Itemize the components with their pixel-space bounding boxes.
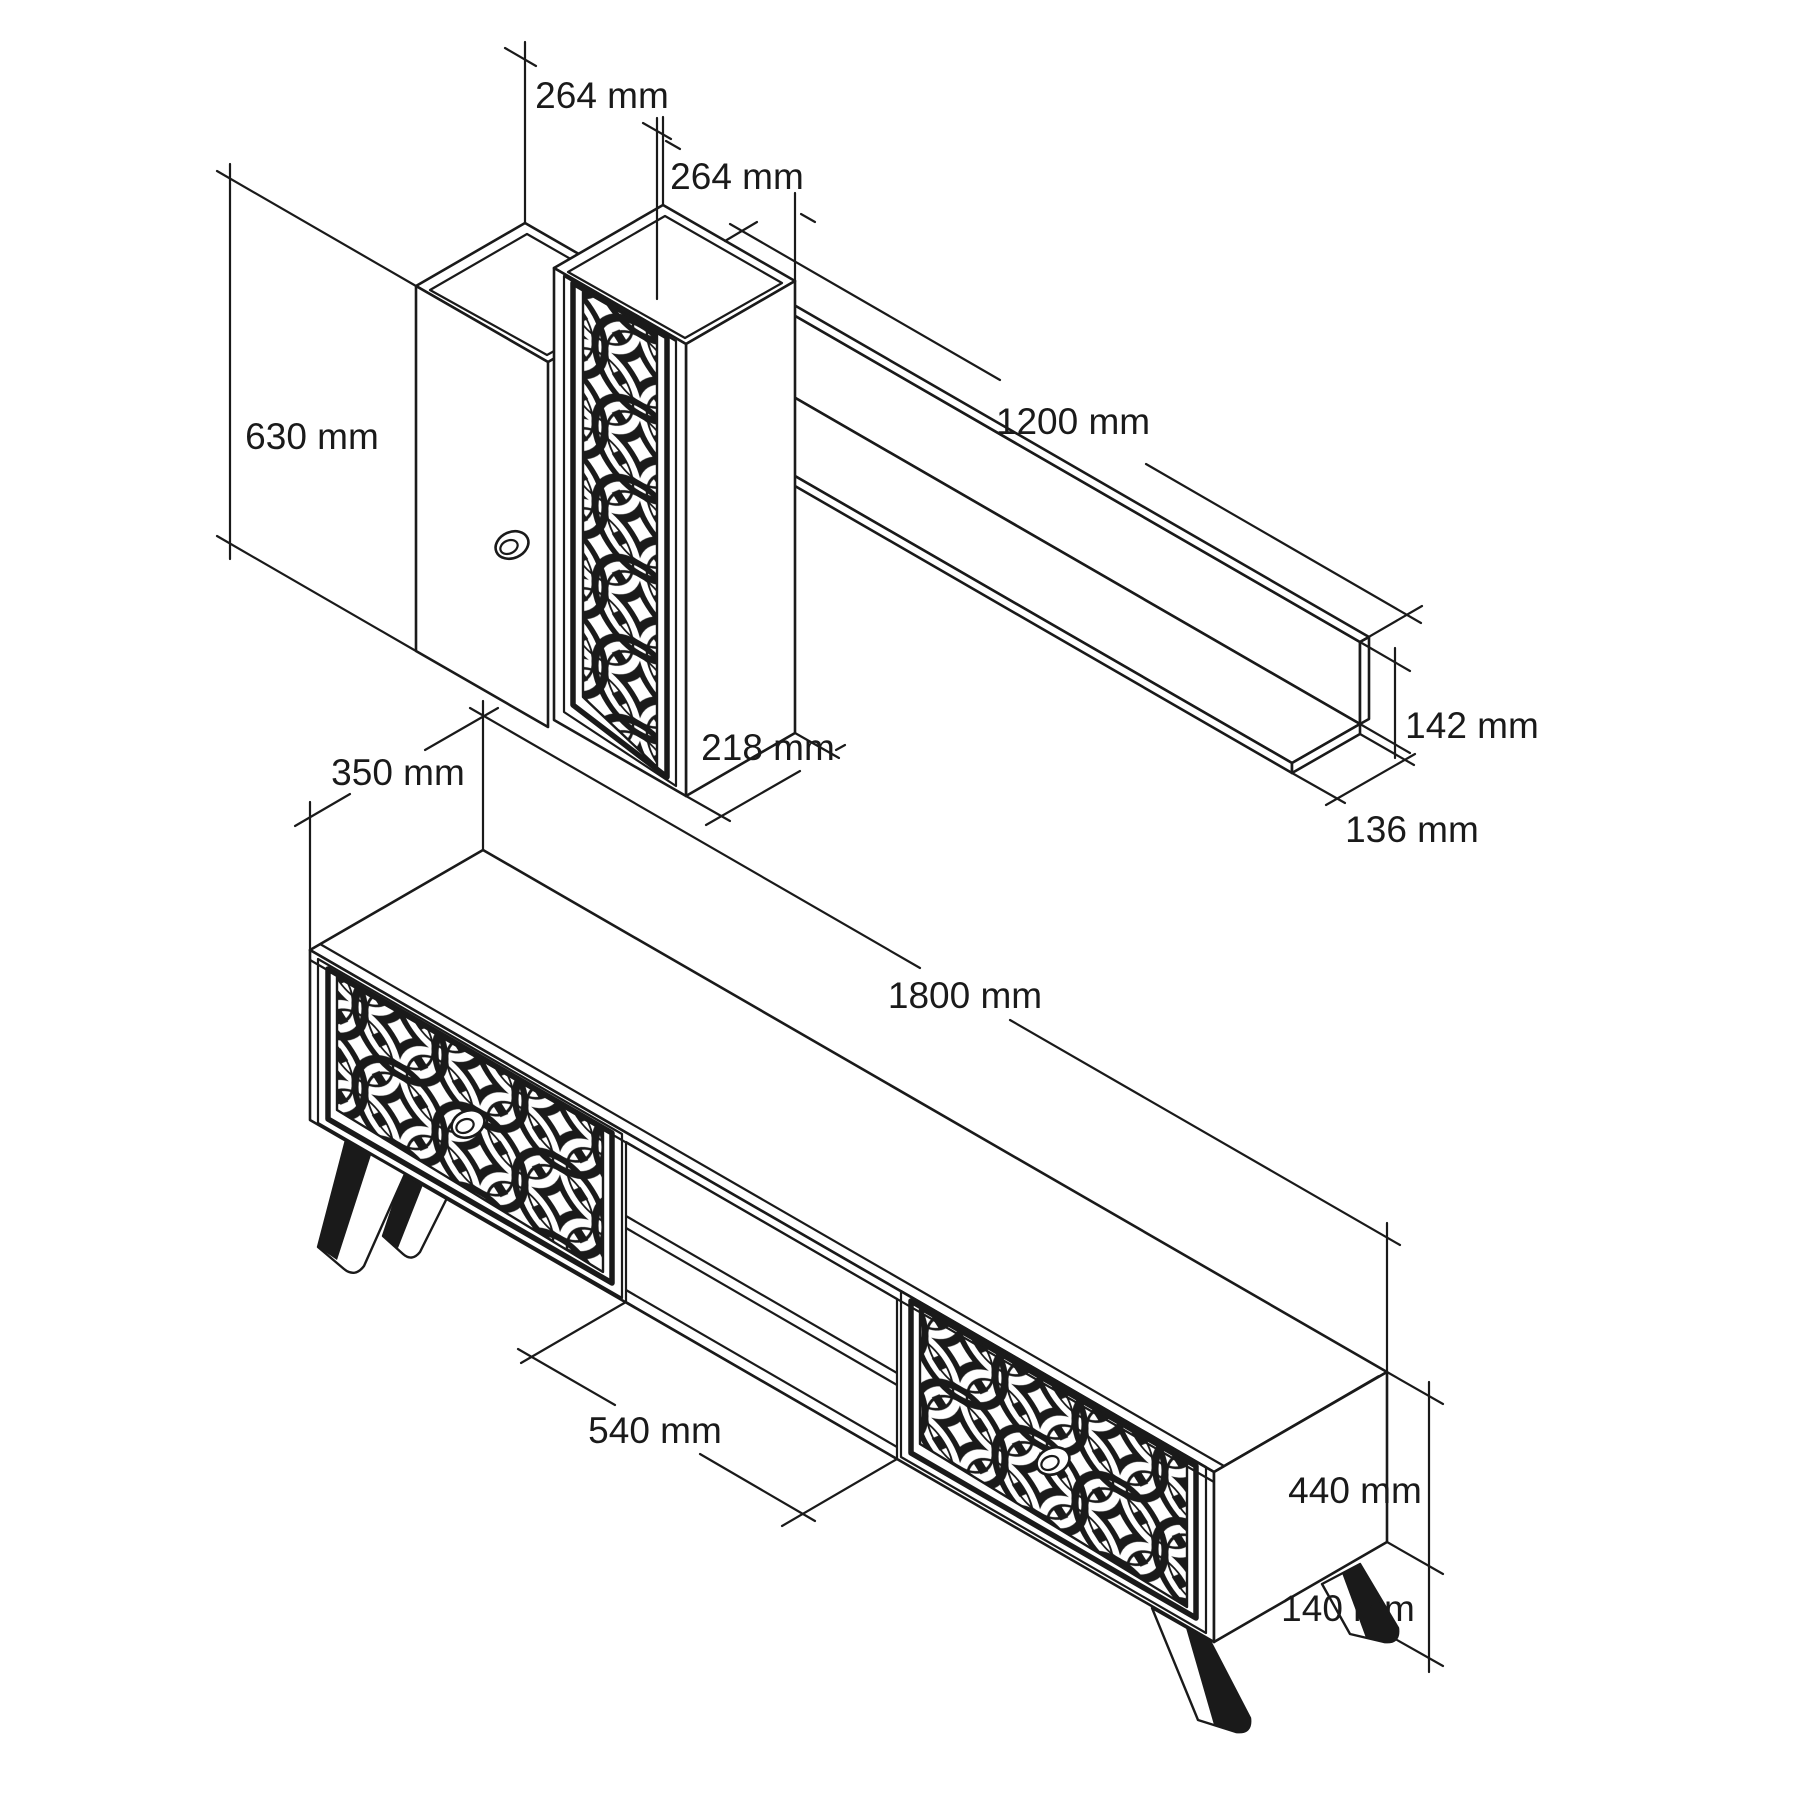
dimension-lines: 264 mm 264 mm 630 mm 218 mm 1200 mm 142 … xyxy=(215,40,1539,1674)
dim-line xyxy=(293,792,352,828)
cabinet-right-top-rim xyxy=(566,214,784,340)
tv-door-left-knob xyxy=(450,1108,486,1140)
dim-ext xyxy=(215,534,418,653)
tv-niche-bottom xyxy=(625,1289,898,1448)
tv-stand xyxy=(308,848,1400,1734)
tv-door-right-knob xyxy=(1035,1445,1071,1477)
cabinet-right-door-pattern xyxy=(581,288,659,769)
dim-ext xyxy=(519,1300,628,1365)
dim-label-tv-leg-height: 140 mm xyxy=(1281,1588,1415,1629)
dim-line xyxy=(799,212,817,224)
tv-leg-back-right-shade xyxy=(1342,1564,1399,1644)
dim-line xyxy=(468,706,922,970)
dim-line xyxy=(834,743,847,752)
dim-label-tv-length: 1800 mm xyxy=(888,975,1042,1016)
dim-ext xyxy=(1385,1370,1445,1406)
tv-leg-front-right-shade xyxy=(1186,1628,1251,1734)
tv-door-right-outer xyxy=(899,1289,1208,1635)
wall-shelf xyxy=(625,251,1371,775)
dim-line xyxy=(1324,752,1417,807)
dim-line xyxy=(1008,1018,1402,1247)
dim-label-cab-left-width: 264 mm xyxy=(535,75,669,116)
dim-line xyxy=(503,46,538,68)
wall-cabinet-right xyxy=(552,203,797,798)
tv-door-left-frame xyxy=(325,966,615,1286)
dim-label-cab-depth: 218 mm xyxy=(701,727,835,768)
tv-leg-front-left-shade xyxy=(318,1140,371,1260)
dim-label-cab-right-width: 264 mm xyxy=(670,156,804,197)
tv-door-right-knob-inner xyxy=(1040,1454,1060,1472)
dim-ext xyxy=(1385,1540,1445,1576)
dim-ext xyxy=(1388,1634,1445,1668)
dim-ext xyxy=(1358,604,1424,644)
dim-ext xyxy=(1358,722,1412,755)
dim-ext xyxy=(1358,640,1412,673)
tv-niche-shelf-edge xyxy=(625,1227,898,1386)
dim-line xyxy=(698,1452,817,1523)
dim-label-shelf-back-height: 142 mm xyxy=(1405,705,1539,746)
dim-ext xyxy=(780,1457,899,1528)
cabinet-left-knob xyxy=(494,529,530,561)
dim-line xyxy=(728,222,1002,382)
dim-label-tv-niche-width: 540 mm xyxy=(588,1410,722,1451)
dim-line xyxy=(1144,462,1423,625)
dim-label-cab-height: 630 mm xyxy=(245,416,379,457)
dim-label-shelf-length: 1200 mm xyxy=(996,401,1150,442)
dim-line xyxy=(704,769,802,827)
dim-ext xyxy=(215,169,418,288)
cabinet-right-door-frame xyxy=(570,280,670,780)
tv-niche-shelf-top xyxy=(625,1215,898,1374)
dim-line xyxy=(641,121,673,141)
cabinet-left-knob-inner xyxy=(499,538,519,556)
shelf-back-board-end xyxy=(1358,635,1371,726)
tv-door-left-outer xyxy=(316,957,624,1300)
dim-label-tv-depth: 350 mm xyxy=(331,752,465,793)
dim-ext xyxy=(684,794,732,823)
cabinet-right-side-face xyxy=(684,279,797,798)
dim-line xyxy=(423,706,500,752)
dim-ext xyxy=(793,731,841,760)
dim-line xyxy=(516,1347,617,1407)
cabinet-left-door xyxy=(414,284,550,729)
tv-door-right-frame xyxy=(908,1298,1199,1621)
dim-label-tv-total-height: 440 mm xyxy=(1288,1470,1422,1511)
tv-door-left-knob-inner xyxy=(455,1117,475,1135)
dim-label-shelf-depth: 136 mm xyxy=(1345,809,1479,850)
dim-line xyxy=(664,139,682,151)
tv-top-rim-front xyxy=(319,943,1225,1467)
